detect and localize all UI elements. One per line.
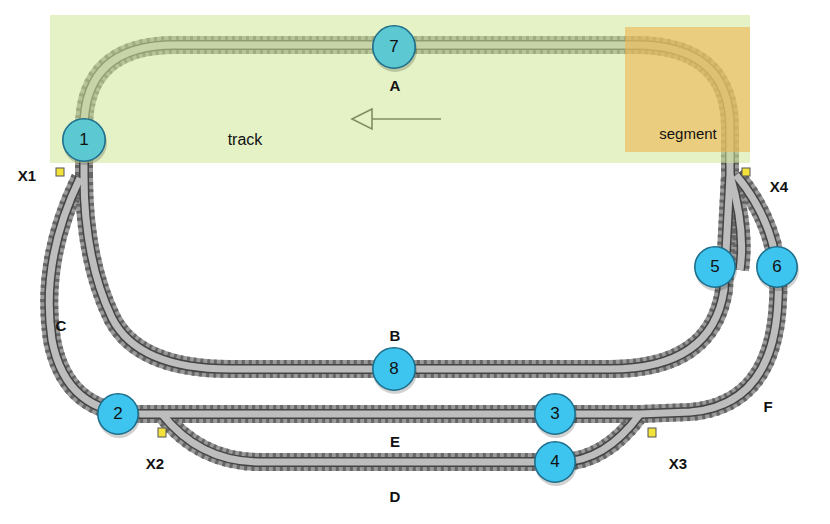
switch-name: X2 <box>146 455 164 472</box>
rail-track <box>49 178 640 414</box>
switch-name: X3 <box>669 455 687 472</box>
rail-track <box>84 175 730 369</box>
region-label: track <box>228 131 263 149</box>
signal-marker <box>742 168 750 176</box>
rail-track <box>640 175 778 414</box>
callout-number: 2 <box>113 404 122 424</box>
rail-track <box>84 175 730 369</box>
track-letter: F <box>763 398 772 415</box>
rail-track <box>49 178 640 414</box>
callout-number: 6 <box>772 257 781 277</box>
callout-number: 8 <box>389 359 398 379</box>
numbered-circle: 2 <box>97 393 139 435</box>
numbered-circle: 7 <box>372 25 416 69</box>
track-letter: D <box>390 488 401 505</box>
numbered-circle: 5 <box>694 246 736 288</box>
track-letter: B <box>390 327 401 344</box>
switch-name: X1 <box>18 167 36 184</box>
signal-marker <box>158 428 166 437</box>
rail-track <box>49 178 640 414</box>
track-letter: A <box>390 77 401 94</box>
callout-number: 7 <box>389 37 398 57</box>
callout-number: 1 <box>79 130 88 150</box>
numbered-circle: 8 <box>372 347 416 391</box>
numbered-circle: 6 <box>756 246 798 288</box>
numbered-circle: 3 <box>534 393 576 435</box>
rail-track <box>84 175 730 369</box>
signal-marker <box>56 168 64 176</box>
segment-region: segment <box>625 27 750 152</box>
numbered-circle: 1 <box>62 118 106 162</box>
numbered-circle: 4 <box>534 441 576 483</box>
region-label: segment <box>659 125 717 142</box>
rail-track <box>84 175 730 369</box>
switch-name: X4 <box>770 178 788 195</box>
rail-track <box>640 175 778 414</box>
callout-number: 5 <box>710 257 719 277</box>
track-letter: E <box>390 433 400 450</box>
signals <box>56 168 750 437</box>
rail-track <box>640 175 778 414</box>
signal-marker <box>648 428 656 437</box>
callout-number: 3 <box>550 404 559 424</box>
track-letter: C <box>56 317 67 334</box>
rail-track <box>640 175 778 414</box>
rail-track <box>49 178 640 414</box>
callout-number: 4 <box>550 452 559 472</box>
